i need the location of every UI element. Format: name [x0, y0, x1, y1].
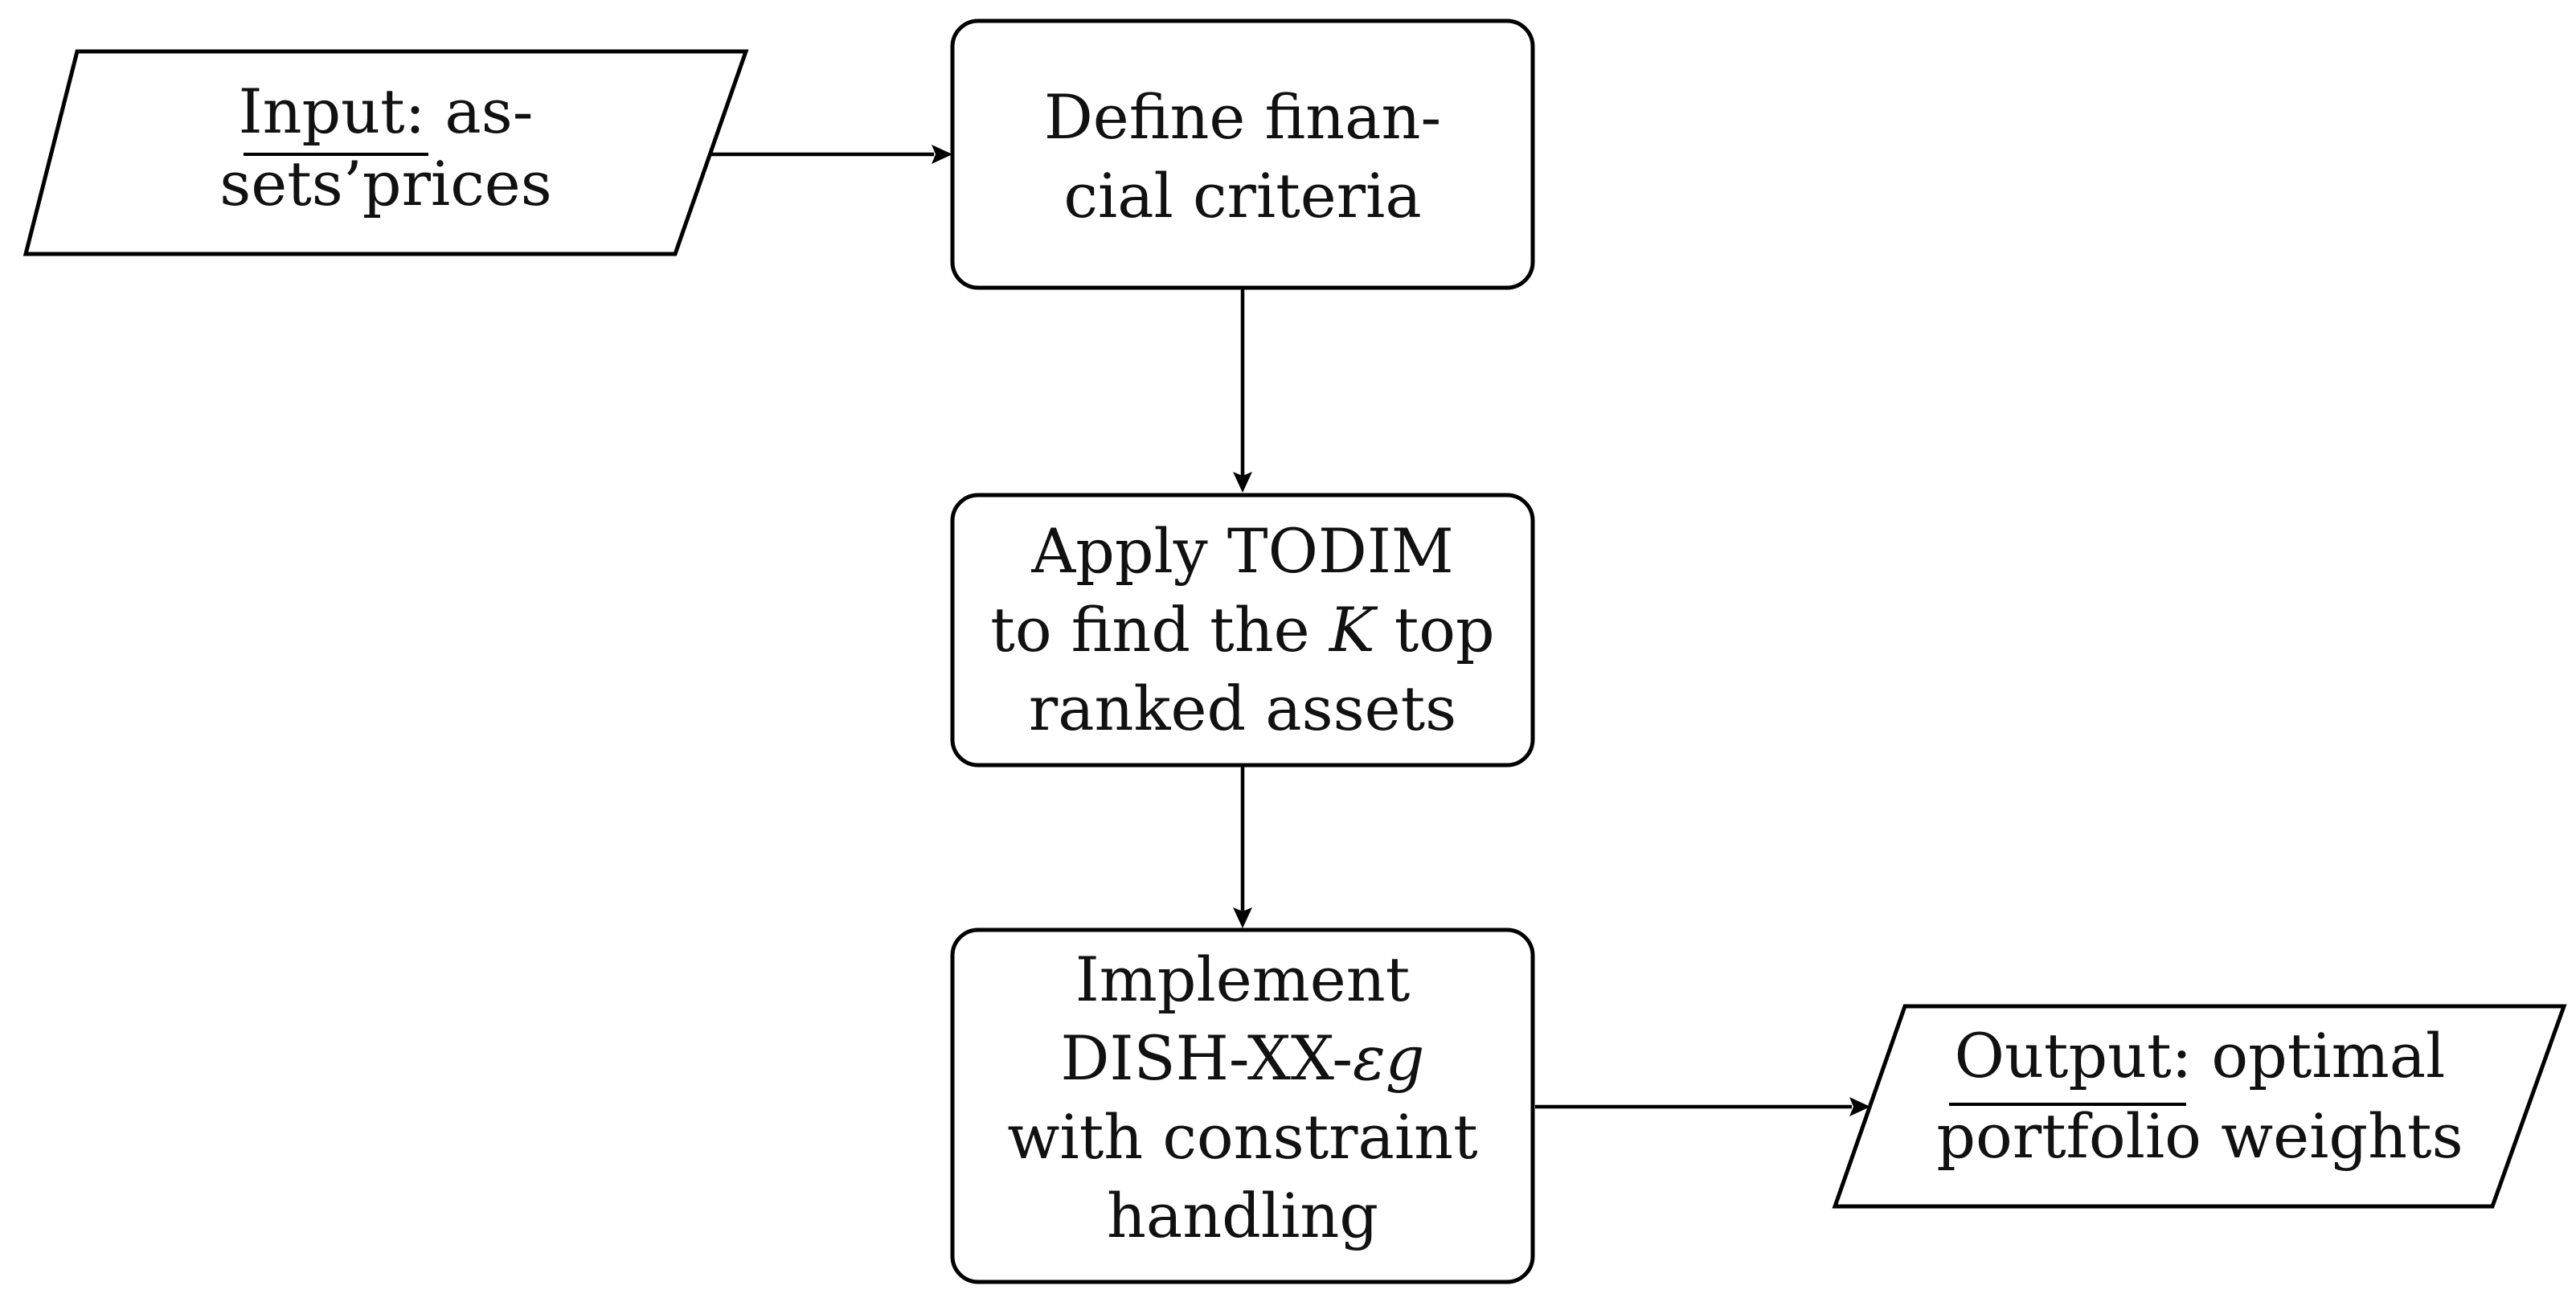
todim-label-line3: ranked assets	[1029, 673, 1456, 744]
todim-label-line2-start: to find the	[990, 594, 1329, 665]
node-implement-dish: Implement DISH-XX-εg with constraint han…	[950, 927, 1535, 1284]
edge-input-to-define	[709, 145, 952, 164]
implement-dish-box	[950, 927, 1535, 1284]
dish-label-line4: handling	[1107, 1180, 1378, 1251]
todim-label-line1: Apply TODIM	[1030, 515, 1453, 587]
todim-label-line2: to find the K top	[990, 594, 1494, 665]
edge-todim-to-dish	[1233, 765, 1252, 928]
dish-label-line3: with constraint	[1007, 1101, 1477, 1173]
node-apply-todim: Apply TODIM to find the K top ranked ass…	[950, 493, 1535, 768]
output-label-line2: portfolio weights	[1936, 1100, 2463, 1172]
dish-label-line2-start: DISH-XX-	[1061, 1022, 1353, 1094]
todim-label-line2-end: top	[1375, 594, 1495, 665]
node-output: Output: optimal portfolio weights	[1832, 1004, 2567, 1209]
edge-dish-to-output	[1535, 1097, 1870, 1116]
dish-label-epsilon-g: εg	[1353, 1022, 1424, 1094]
apply-todim-box	[950, 493, 1535, 768]
output-label-line1: Output: optimal	[1955, 1020, 2446, 1091]
node-define-criteria: Define finan- cial criteria	[950, 18, 1535, 290]
input-label-line1: Input: as-	[239, 76, 534, 147]
edge-define-to-todim	[1233, 288, 1252, 493]
define-label-line2: cial criteria	[1063, 160, 1421, 231]
define-label-line1: Define finan-	[1044, 81, 1441, 153]
input-label-line2: sets’prices	[219, 148, 552, 219]
output-parallelogram	[1832, 1004, 2567, 1209]
dish-label-line2: DISH-XX-εg	[1061, 1022, 1425, 1094]
dish-label-line1: Implement	[1075, 944, 1411, 1015]
define-criteria-box	[950, 18, 1535, 290]
todim-label-k-variable: K	[1328, 594, 1378, 665]
node-input: Input: as- sets’prices	[23, 49, 749, 256]
